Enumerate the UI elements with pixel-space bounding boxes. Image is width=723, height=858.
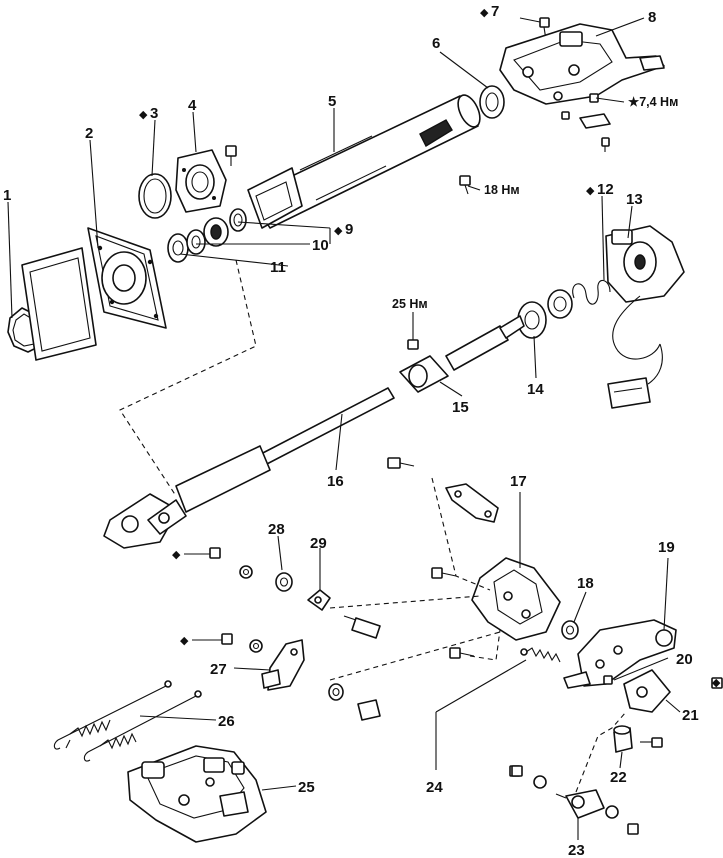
label-part-24: 24 <box>426 779 443 796</box>
part-24-spring <box>520 647 561 663</box>
part-17-lower-bracket <box>445 483 561 641</box>
part-13-ignition-switch <box>605 225 685 409</box>
diamond-mark-edge: ◆ <box>712 677 721 689</box>
nuts-washers-row-1 <box>209 547 253 579</box>
diamond-mark-left-1: ◆ <box>172 549 181 561</box>
part-5-column-tube <box>247 94 481 229</box>
part-20-bolt <box>603 675 613 685</box>
part-4-flange <box>175 149 227 213</box>
diamond-mark-12: ◆ <box>586 185 595 197</box>
bearing-set <box>167 208 247 263</box>
label-part-11: 11 <box>270 259 286 276</box>
part-29-cam <box>307 589 381 639</box>
label-part-1: 1 <box>3 187 11 204</box>
part-12-spring <box>547 279 611 319</box>
nuts-washers-row-2 <box>221 633 381 721</box>
part-8-upper-bracket <box>499 23 665 105</box>
label-part-7: 7 <box>491 3 499 20</box>
label-part-4: 4 <box>188 97 197 114</box>
label-part-28: 28 <box>268 521 285 538</box>
label-part-17: 17 <box>510 473 527 490</box>
label-part-26: 26 <box>218 713 235 730</box>
diamond-mark-9: ◆ <box>334 225 343 237</box>
part-16-main-shaft <box>103 387 395 549</box>
label-part-14: 14 <box>527 381 544 398</box>
label-part-29: 29 <box>310 535 327 552</box>
label-part-15: 15 <box>452 399 469 416</box>
part-25-lower-housing <box>127 745 267 843</box>
part-2-cover-plate <box>21 227 167 361</box>
part-23-lock-bolt <box>509 765 639 835</box>
part-3-o-ring <box>138 173 172 219</box>
label-part-10: 10 <box>312 237 329 254</box>
dashed-guide-11 <box>119 259 257 497</box>
label-part-2: 2 <box>85 125 93 142</box>
diamond-mark-left-2: ◆ <box>180 635 189 647</box>
torque-label-18nm: 18 Нм <box>484 183 520 197</box>
dashed-guide-17 <box>329 477 501 681</box>
label-part-12: 12 <box>597 181 614 198</box>
dashed-guide-23 <box>575 711 627 793</box>
part-22-spacer <box>613 725 633 753</box>
label-part-27: 27 <box>210 661 227 678</box>
torque-label-25nm: 25 Нм <box>392 297 428 311</box>
label-part-19: 19 <box>658 539 675 556</box>
label-part-21: 21 <box>682 707 699 724</box>
label-part-25: 25 <box>298 779 315 796</box>
label-part-20: 20 <box>676 651 693 668</box>
part-21-cam-plate <box>623 669 723 748</box>
label-part-8: 8 <box>648 9 656 26</box>
label-part-5: 5 <box>328 93 336 110</box>
part-27-lever-bracket <box>261 639 305 691</box>
torque-label-7-4nm: ★7,4 Нм <box>628 95 678 109</box>
nuts-washers-row-3 <box>511 765 523 777</box>
bolt-25nm <box>407 328 419 350</box>
diamond-mark-3: ◆ <box>139 109 148 121</box>
diamond-mark-7: ◆ <box>480 7 489 19</box>
label-part-23: 23 <box>568 842 585 858</box>
label-part-6: 6 <box>432 35 440 52</box>
bracket-small-parts <box>561 93 611 152</box>
label-part-3: 3 <box>150 105 158 122</box>
bracket-bolts <box>387 457 475 659</box>
part-15-intermediate-shaft <box>399 315 525 393</box>
part-26-springs <box>53 680 202 762</box>
label-part-16: 16 <box>327 473 344 490</box>
part-18-bushing <box>561 620 579 640</box>
bolt-18nm <box>459 175 471 195</box>
leader-lines <box>7 17 681 840</box>
part-6-bushing <box>479 85 505 119</box>
part-19-tilt-lever <box>563 619 677 689</box>
label-part-9: 9 <box>345 221 353 238</box>
label-part-18: 18 <box>577 575 594 592</box>
flange-bolt <box>225 145 237 166</box>
label-part-22: 22 <box>610 769 627 786</box>
label-part-13: 13 <box>626 191 643 208</box>
part-28-bushing <box>275 572 293 592</box>
